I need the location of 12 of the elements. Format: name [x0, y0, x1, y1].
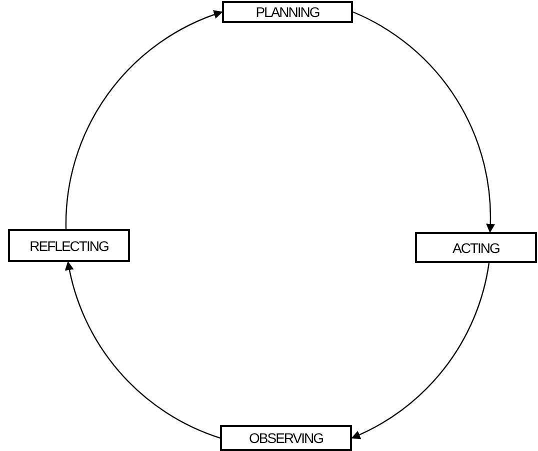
- stage-box: [222, 1, 353, 23]
- stage-label: ACTING: [452, 240, 500, 256]
- stage-box: [415, 232, 537, 263]
- arrow: [65, 261, 220, 439]
- stage-box: [220, 425, 352, 451]
- arrow: [352, 11, 495, 233]
- arrow: [351, 262, 490, 439]
- stage-label: REFLECTING: [30, 238, 108, 254]
- arrow: [65, 10, 223, 230]
- stage-box: [8, 229, 130, 262]
- stage-label: OBSERVING: [249, 430, 323, 446]
- stage-label: PLANNING: [256, 4, 320, 20]
